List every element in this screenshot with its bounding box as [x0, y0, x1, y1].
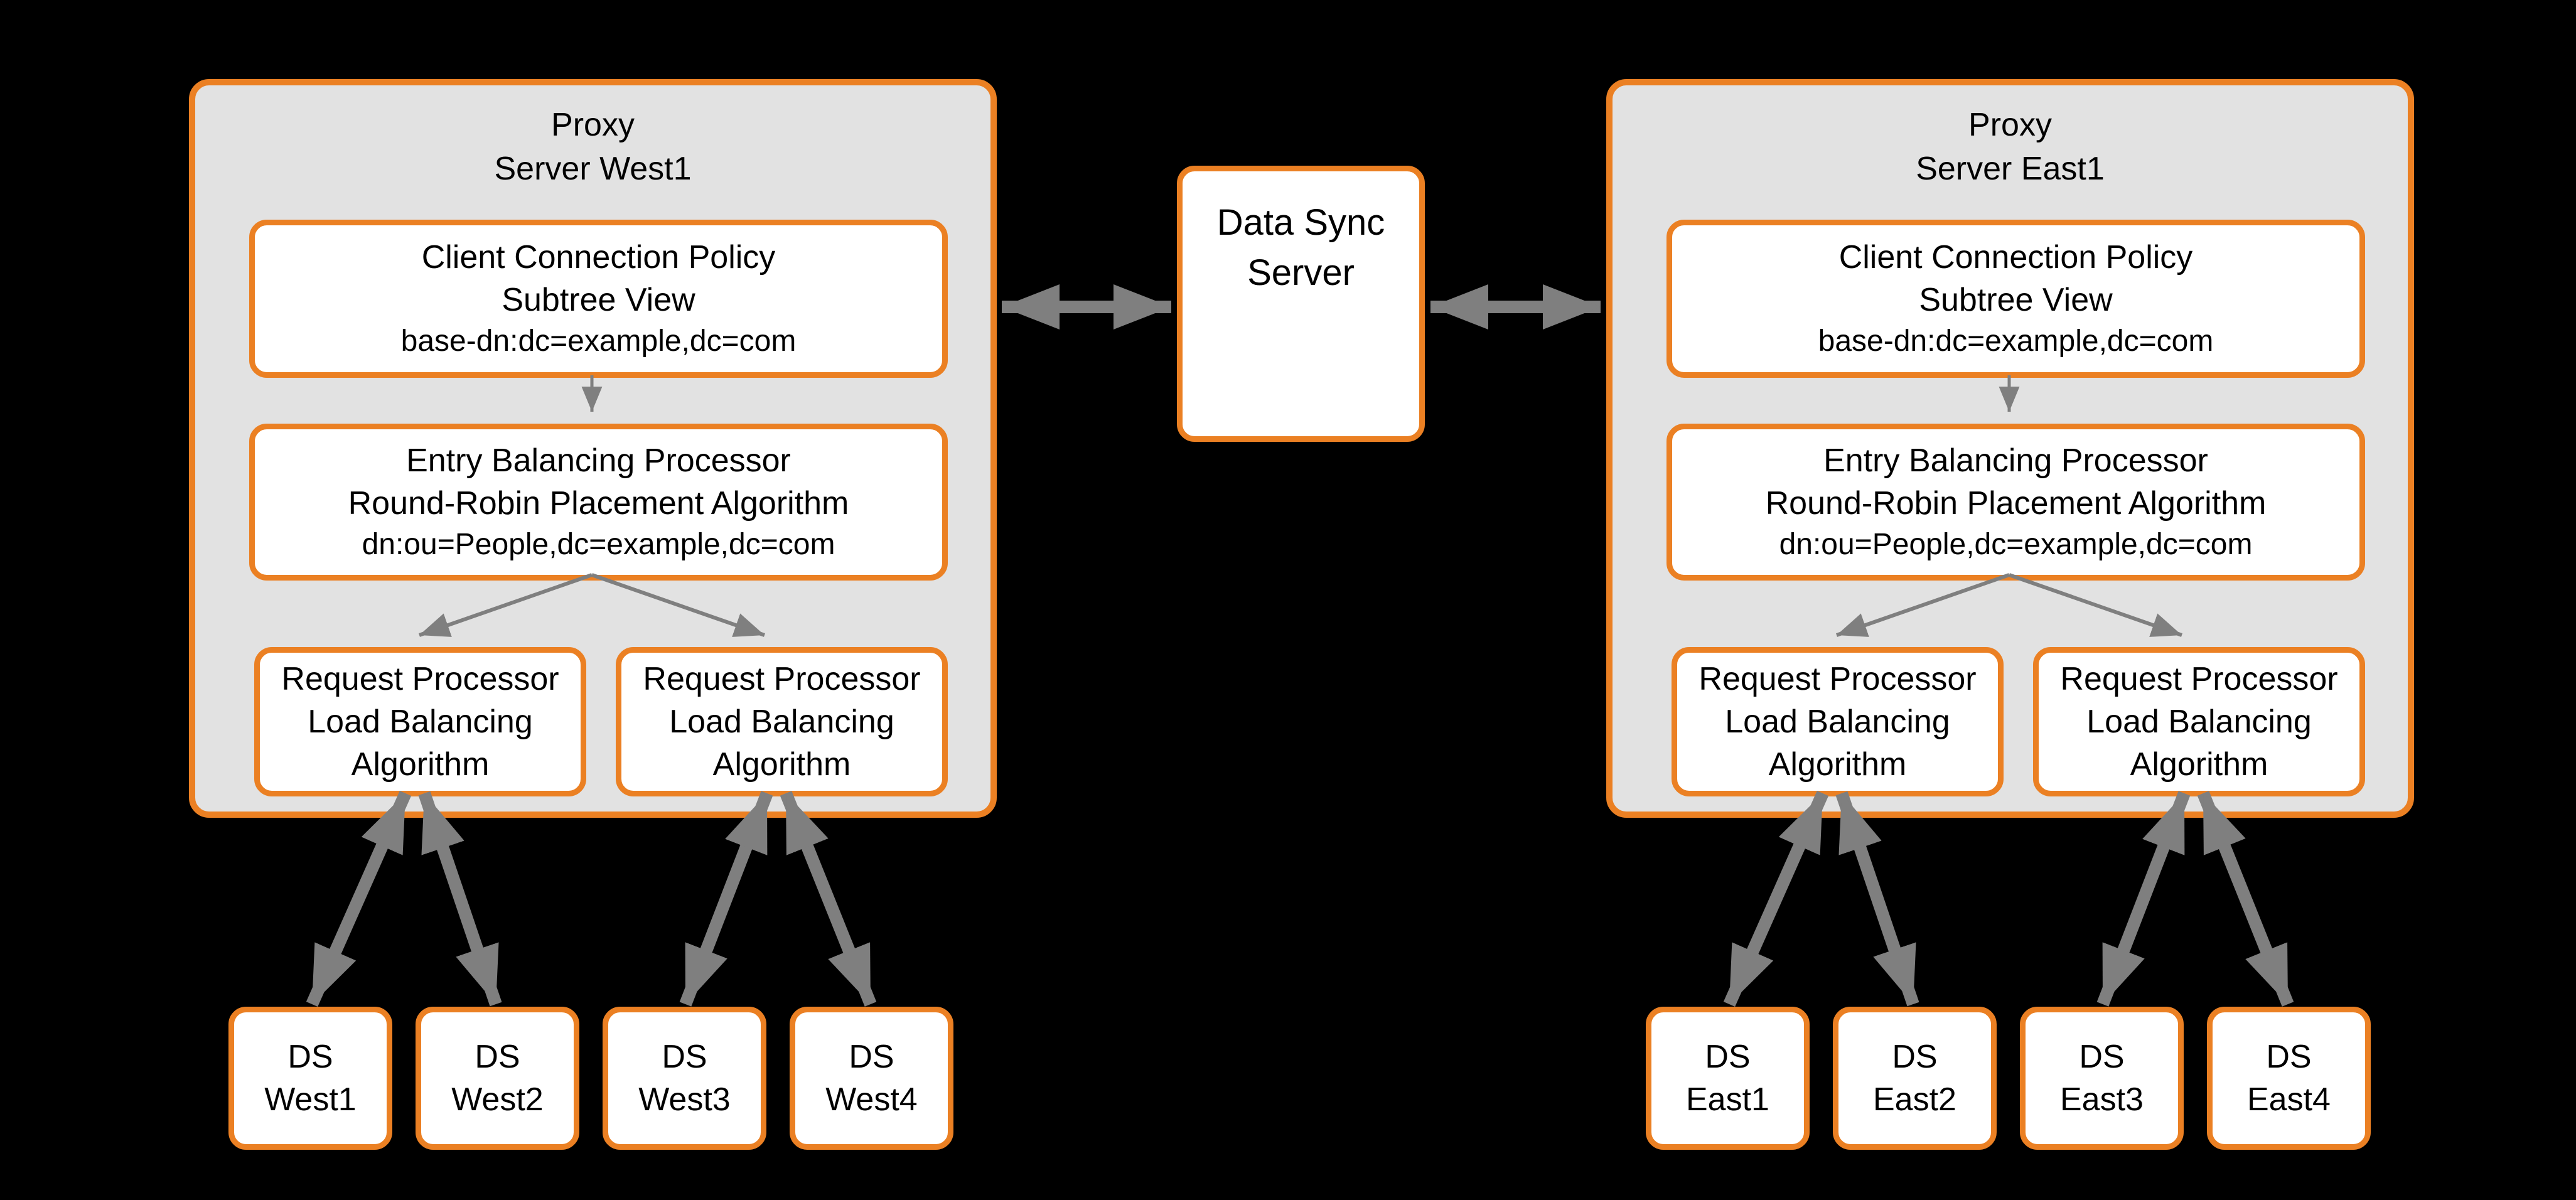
arrow-rp1-west-to-ds-west1: [306, 790, 412, 1007]
request-processor-east-2-box: Request Processor Load Balancing Algorit…: [2033, 647, 2365, 796]
ds-east-3-line1: DS: [2079, 1039, 2125, 1075]
rp-west-2-line1: Request Processor: [643, 661, 921, 697]
ds-west-4-box: DS West4: [790, 1007, 953, 1150]
ebp-east-line3: dn:ou=People,dc=example,dc=com: [1779, 528, 2253, 561]
rp-east-1-line3: Algorithm: [1768, 746, 1907, 783]
ccp-east-line2: Subtree View: [1919, 282, 2113, 318]
entry-balancing-processor-east-box: Entry Balancing Processor Round-Robin Pl…: [1666, 424, 2365, 581]
rp-east-2-line2: Load Balancing: [2086, 704, 2312, 740]
proxy-server-east-container: Proxy Server East1 Client Connection Pol…: [1606, 79, 2414, 818]
ccp-east-line1: Client Connection Policy: [1838, 239, 2193, 276]
data-sync-server-line2: Server: [1247, 252, 1355, 293]
ebp-west-line2: Round-Robin Placement Algorithm: [348, 485, 849, 522]
arrow-rp1-east-to-ds-east2: [1835, 791, 1919, 1007]
rp-west-1-line2: Load Balancing: [308, 704, 533, 740]
proxy-east-title-line1: Proxy: [1968, 107, 2052, 143]
rp-east-2-line1: Request Processor: [2060, 661, 2338, 697]
ccp-east-line3: base-dn:dc=example,dc=com: [1818, 324, 2214, 358]
ds-east-1-line1: DS: [1705, 1039, 1751, 1075]
data-sync-server-line1: Data Sync: [1216, 202, 1385, 243]
request-processor-east-1-box: Request Processor Load Balancing Algorit…: [1672, 647, 2004, 796]
request-processor-west-2-box: Request Processor Load Balancing Algorit…: [616, 647, 948, 796]
ds-west-1-line1: DS: [287, 1039, 333, 1075]
ds-west-3-box: DS West3: [603, 1007, 766, 1150]
ebp-west-line1: Entry Balancing Processor: [406, 442, 791, 479]
ds-west-2-line2: West2: [451, 1081, 544, 1118]
request-processor-west-1-box: Request Processor Load Balancing Algorit…: [254, 647, 586, 796]
arrow-rp2-east-to-ds-east3: [2096, 791, 2191, 1007]
ds-east-1-box: DS East1: [1646, 1007, 1810, 1150]
proxy-east-title-line2: Server East1: [1916, 151, 2105, 187]
ds-west-1-box: DS West1: [228, 1007, 392, 1150]
client-connection-policy-west-box: Client Connection Policy Subtree View ba…: [249, 220, 948, 378]
ebp-east-line1: Entry Balancing Processor: [1823, 442, 2208, 479]
ebp-east-line2: Round-Robin Placement Algorithm: [1765, 485, 2267, 522]
ds-west-3-line1: DS: [662, 1039, 707, 1075]
ccp-west-line1: Client Connection Policy: [421, 239, 776, 276]
arrow-rp2-west-to-ds-west3: [679, 791, 773, 1007]
entry-balancing-processor-west-box: Entry Balancing Processor Round-Robin Pl…: [249, 424, 948, 581]
ebp-west-line3: dn:ou=People,dc=example,dc=com: [362, 528, 835, 561]
ds-east-2-line1: DS: [1892, 1039, 1938, 1075]
proxy-server-west-container: Proxy Server West1 Client Connection Pol…: [189, 79, 997, 818]
rp-east-1-line1: Request Processor: [1699, 661, 1977, 697]
ds-west-4-line2: West4: [825, 1081, 918, 1118]
ds-west-2-line1: DS: [475, 1039, 520, 1075]
ds-east-2-line2: East2: [1873, 1081, 1956, 1118]
ds-east-2-box: DS East2: [1833, 1007, 1997, 1150]
arrow-rp2-west-to-ds-west4: [780, 791, 877, 1007]
rp-west-1-line3: Algorithm: [351, 746, 490, 783]
ds-west-4-line1: DS: [849, 1039, 894, 1075]
ds-east-3-line2: East3: [2060, 1081, 2144, 1118]
rp-east-1-line2: Load Balancing: [1725, 704, 1950, 740]
ds-west-3-line2: West3: [638, 1081, 731, 1118]
data-sync-server-box: Data Sync Server: [1177, 166, 1425, 442]
rp-west-2-line2: Load Balancing: [669, 704, 894, 740]
client-connection-policy-east-box: Client Connection Policy Subtree View ba…: [1666, 220, 2365, 378]
proxy-west-title-line1: Proxy: [551, 107, 635, 143]
rp-east-2-line3: Algorithm: [2130, 746, 2268, 783]
ds-east-4-line2: East4: [2247, 1081, 2331, 1118]
ds-east-4-box: DS East4: [2207, 1007, 2371, 1150]
ccp-west-line2: Subtree View: [502, 282, 695, 318]
arrow-rp1-west-to-ds-west2: [418, 791, 502, 1007]
rp-west-2-line3: Algorithm: [712, 746, 851, 783]
ccp-west-line3: base-dn:dc=example,dc=com: [400, 324, 797, 358]
ds-east-3-box: DS East3: [2020, 1007, 2184, 1150]
ds-west-2-box: DS West2: [416, 1007, 579, 1150]
proxy-west-title: Proxy Server West1: [195, 103, 990, 191]
ds-east-4-line1: DS: [2266, 1039, 2312, 1075]
arrow-rp2-east-to-ds-east4: [2197, 791, 2294, 1007]
proxy-east-title: Proxy Server East1: [1613, 103, 2408, 191]
ds-east-1-line2: East1: [1686, 1081, 1769, 1118]
rp-west-1-line1: Request Processor: [281, 661, 559, 697]
ds-west-1-line2: West1: [264, 1081, 357, 1118]
proxy-west-title-line2: Server West1: [494, 151, 692, 187]
arrow-rp1-east-to-ds-east1: [1723, 790, 1829, 1007]
